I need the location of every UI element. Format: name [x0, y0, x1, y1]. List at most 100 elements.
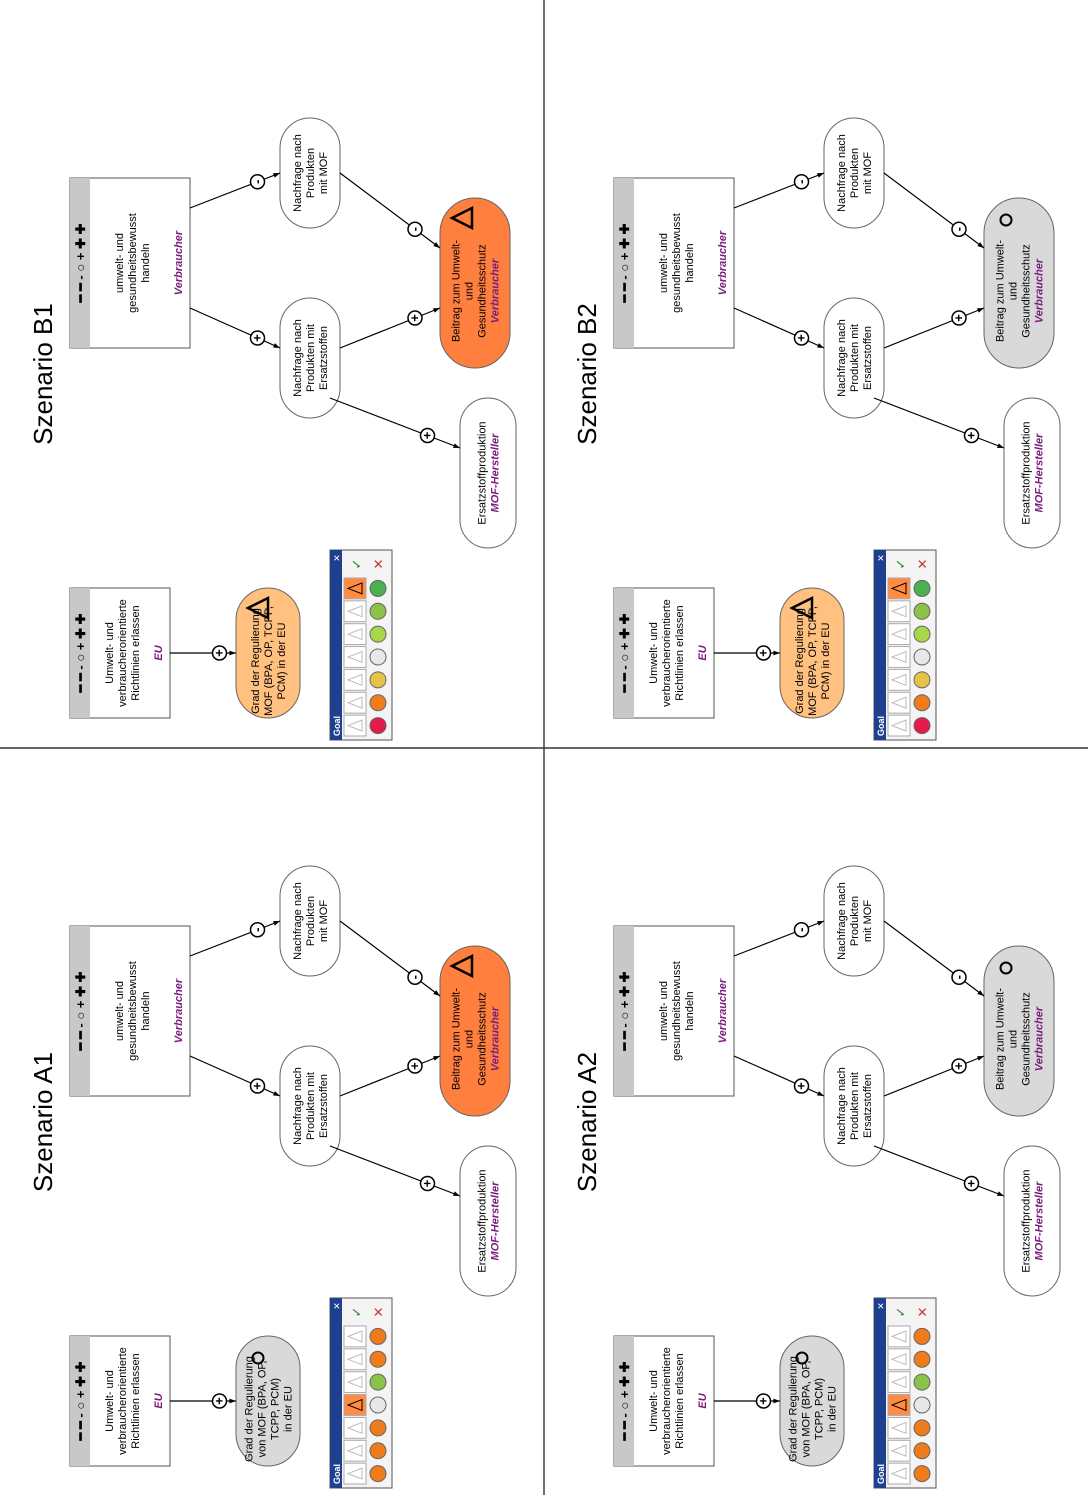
goal-demand-substitutes-shape [279, 297, 341, 419]
link-consumer-substitutes-sign-circle [793, 1078, 810, 1094]
actor-consumer-scale: ━ ━ - ○ + ✚ ✚ [617, 971, 632, 1051]
link-substitutes-contribution-sign: + [951, 314, 966, 322]
link-substitutes-contribution-sign-circle [951, 1058, 967, 1074]
level-marker-icon [346, 696, 363, 709]
close-icon: ✕ [876, 1302, 886, 1310]
goal-contribution-label: und [464, 282, 476, 300]
actor-eu-label: Richtlinien erlassen [130, 1353, 142, 1448]
actor-consumer-role: Verbraucher [173, 230, 185, 295]
face-negative-icon [913, 1442, 931, 1460]
close-icon: ✕ [876, 554, 886, 562]
actor-consumer-scale-bar [614, 926, 634, 1096]
goal-contribution-label: Gesundheitsschutz [477, 244, 489, 338]
scenario-title: Szenario B2 [572, 303, 602, 445]
goal-demand-mof-label: Nachfrage nach [836, 134, 848, 212]
level-marker-icon [890, 1330, 907, 1343]
link-substitutes-contribution: + [339, 307, 441, 349]
actor-consumer-scale-bar [614, 178, 634, 348]
level-marker-icon [890, 719, 907, 732]
goal-production-label: Ersatzstoffproduktion [477, 421, 489, 524]
face-very-positive-icon [369, 1327, 387, 1345]
goal-regulation-label: in der EU [283, 1386, 295, 1432]
goal-panel-left-title: Goal [876, 716, 886, 736]
level-marker-icon [346, 605, 363, 618]
link-consumer-mof-sign-circle [249, 922, 266, 938]
level-marker-icon [890, 582, 907, 595]
link-consumer-mof-sign: - [794, 928, 809, 932]
face-very-positive-icon [913, 579, 931, 597]
face-slightly-positive-icon [913, 1373, 931, 1391]
actor-eu-scale-bar [70, 1336, 90, 1466]
level-marker-icon [890, 696, 907, 709]
actor-eu-label: Umwelt- und [104, 1370, 116, 1432]
goal-demand-substitutes-shape [279, 1045, 341, 1167]
goal-production-label: Ersatzstoffproduktion [477, 1169, 489, 1272]
goal-contribution-role: Verbraucher [1034, 258, 1046, 323]
link-consumer-mof: - [189, 920, 281, 957]
check-icon: ✓ [893, 559, 908, 570]
link-consumer-substitutes-sign: + [250, 334, 265, 342]
level-marker-icon [890, 1444, 907, 1457]
link-consumer-mof-line [189, 172, 281, 209]
link-substitutes-production-sign-circle [419, 1175, 436, 1192]
face-slightly-positive-icon [913, 625, 931, 643]
scenario-title: Szenario A2 [572, 1052, 602, 1192]
goal-contribution-shape [983, 945, 1055, 1117]
goal-demand-mof-label: Produkten [305, 896, 317, 946]
link-mof-contribution-sign: - [407, 227, 422, 231]
link-consumer-substitutes-line [189, 1055, 281, 1097]
goal-demand-mof-label: Nachfrage nach [292, 882, 304, 960]
actor-consumer-scale-bar [70, 926, 90, 1096]
link-eu-regulation-head [773, 1398, 780, 1404]
face-negative-icon [913, 694, 931, 712]
link-mof-contribution-head [433, 242, 440, 248]
level-marker-icon [890, 673, 907, 687]
face-negative-icon [369, 1442, 387, 1460]
goal-contribution-label: Beitrag zum Umwelt- [995, 988, 1007, 1090]
link-substitutes-production-head [997, 1191, 1004, 1196]
level-marker-icon [890, 627, 907, 641]
face-positive-icon [369, 1350, 387, 1368]
face-very-negative-icon [913, 717, 931, 735]
level-marker-icon [890, 1353, 907, 1366]
link-mof-contribution-line [339, 920, 441, 997]
link-mof-contribution-head [977, 242, 984, 248]
link-mof-contribution-sign-circle [407, 221, 423, 237]
level-marker-icon [346, 1467, 363, 1480]
level-marker-icon [346, 719, 363, 732]
status-circle-icon [999, 961, 1013, 975]
level-marker-icon [346, 1353, 363, 1366]
goal-panel-left-titlebar [330, 550, 342, 740]
link-mof-contribution-sign: - [407, 975, 422, 979]
goal-demand-mof-label: Produkten [305, 148, 317, 198]
actor-eu-scale: ━ ━ - ○ + ✚ ✚ [73, 1361, 88, 1441]
goal-panel-left: Goal✕✓✕ [873, 1297, 937, 1489]
goal-demand-substitutes-label: Produkten mit [849, 324, 861, 392]
link-consumer-mof-line [733, 920, 825, 957]
status-circle-icon [251, 1351, 265, 1365]
link-consumer-substitutes-head [817, 1091, 824, 1096]
goal-demand-mof-label: Produkten [849, 148, 861, 198]
link-eu-regulation: + [170, 1393, 236, 1409]
link-substitutes-production: + [873, 1145, 1005, 1197]
goal-regulation-label: Grad der Regulierung [250, 608, 262, 714]
link-consumer-mof-sign-circle [793, 922, 810, 938]
face-very-positive-icon [369, 579, 387, 597]
level-marker-icon [890, 1421, 907, 1435]
actor-eu-label: Richtlinien erlassen [674, 605, 686, 700]
level-marker-icon [890, 1375, 907, 1389]
check-icon: ✓ [893, 1307, 908, 1318]
actor-eu-scale-bar [614, 588, 634, 718]
actor-consumer-scale: ━ ━ - ○ + ✚ ✚ [617, 223, 632, 303]
actor-consumer-scale-bar [70, 178, 90, 348]
face-neutral-icon [913, 1396, 931, 1414]
actor-consumer-label: umwelt- und [658, 233, 670, 293]
face-slightly-negative-icon [369, 671, 387, 689]
